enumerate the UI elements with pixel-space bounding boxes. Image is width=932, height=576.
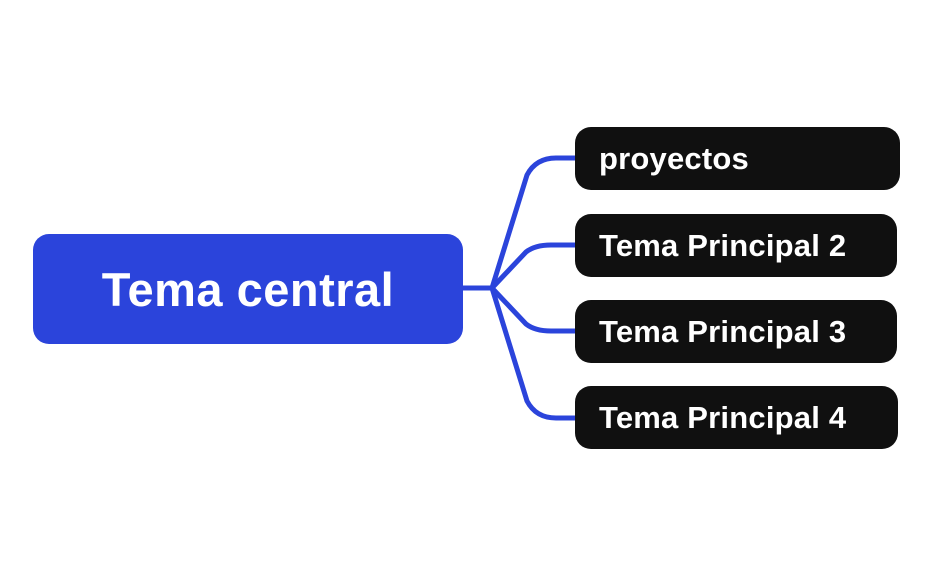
mindmap-child-node-tema-principal-3[interactable]: Tema Principal 3 <box>575 300 897 363</box>
connector-branch-2 <box>489 285 581 334</box>
mindmap-child-label: Tema Principal 3 <box>599 313 847 349</box>
mindmap-root-node[interactable]: Tema central <box>33 234 463 344</box>
connector-branch-1 <box>489 242 581 291</box>
mindmap-child-label: Tema Principal 2 <box>599 227 847 263</box>
mindmap-child-node-proyectos[interactable]: proyectos <box>575 127 900 190</box>
mindmap-child-label: proyectos <box>599 140 749 176</box>
mindmap-root-label: Tema central <box>101 262 395 316</box>
mindmap-child-node-tema-principal-2[interactable]: Tema Principal 2 <box>575 214 897 277</box>
connector-branch-0 <box>489 155 581 291</box>
mindmap-child-label: Tema Principal 4 <box>599 399 847 435</box>
mindmap-child-node-tema-principal-4[interactable]: Tema Principal 4 <box>575 386 898 449</box>
connector-branch-3 <box>489 285 581 421</box>
